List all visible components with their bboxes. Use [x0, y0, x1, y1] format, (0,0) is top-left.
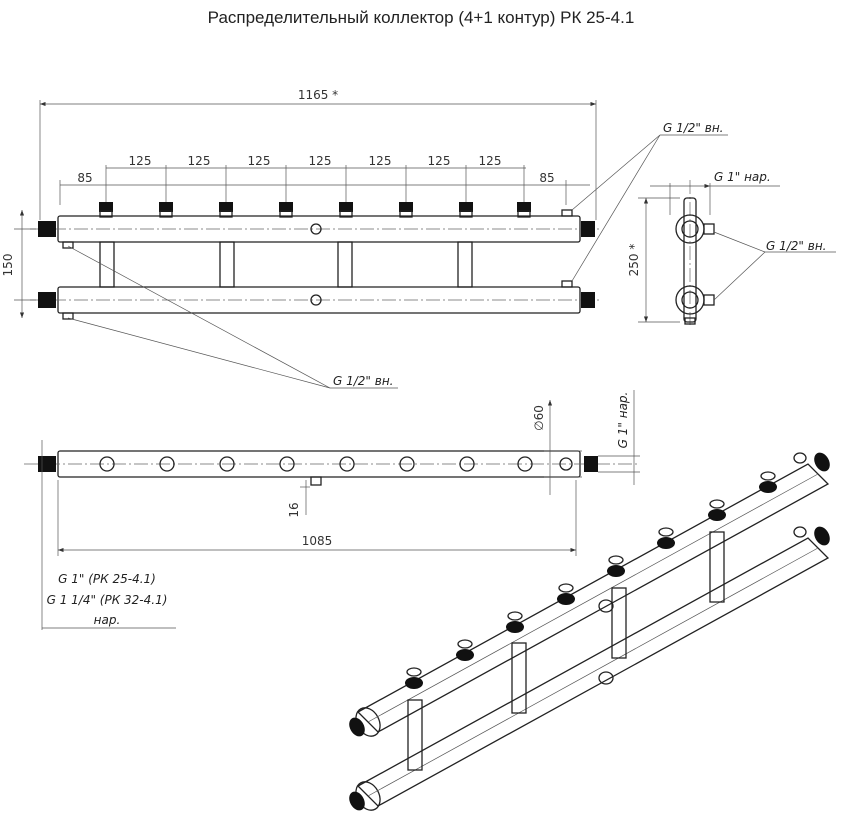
side-callout: G 1/2" вн.	[766, 239, 827, 253]
dim-spacing-1: 125	[129, 154, 152, 168]
top-diameter: ∅60	[532, 405, 546, 431]
dim-overall: 1165 *	[298, 88, 338, 102]
top-thread: G 1" нар.	[616, 392, 630, 449]
dim-spacing-4: 125	[309, 154, 332, 168]
side-height: 250 *	[627, 244, 641, 277]
top-outlets	[99, 456, 573, 472]
dim-spacing-7: 125	[479, 154, 502, 168]
callout-bottom-left: G 1/2" вн.	[333, 374, 394, 388]
dim-height: 150	[1, 254, 15, 277]
side-view: G 1" нар. 250 * G 1/2" вн.	[627, 170, 836, 325]
dim-spacing-0: 85	[77, 171, 92, 185]
inlet-note-3: нар.	[94, 613, 121, 627]
top-view: 1085 16 ∅60 G 1" нар. G 1" (РК 25-4.1) G…	[24, 390, 640, 630]
dim-spacing-2: 125	[188, 154, 211, 168]
dim-spacing-3: 125	[248, 154, 271, 168]
outlet-nuts	[99, 202, 531, 218]
spacing-ticks	[59, 165, 567, 205]
drawing-title: Распределительный коллектор (4+1 контур)…	[207, 8, 635, 27]
dim-spacing-8: 85	[539, 171, 554, 185]
iso-nuts	[405, 471, 777, 689]
dim-spacing-5: 125	[369, 154, 392, 168]
inlet-note-1: G 1" (РК 25-4.1)	[58, 572, 156, 586]
dim-spacing-6: 125	[428, 154, 451, 168]
top-length: 1085	[302, 534, 333, 548]
callout-top-right: G 1/2" вн.	[663, 121, 724, 135]
inlet-note-2: G 1 1/4" (РК 32-4.1)	[47, 593, 168, 607]
side-top-thread: G 1" нар.	[714, 170, 771, 184]
isometric-view	[349, 452, 830, 811]
front-view: 1165 * 85 125 125 125 125 125 125 125 85	[1, 88, 728, 389]
top-offset: 16	[287, 502, 301, 517]
